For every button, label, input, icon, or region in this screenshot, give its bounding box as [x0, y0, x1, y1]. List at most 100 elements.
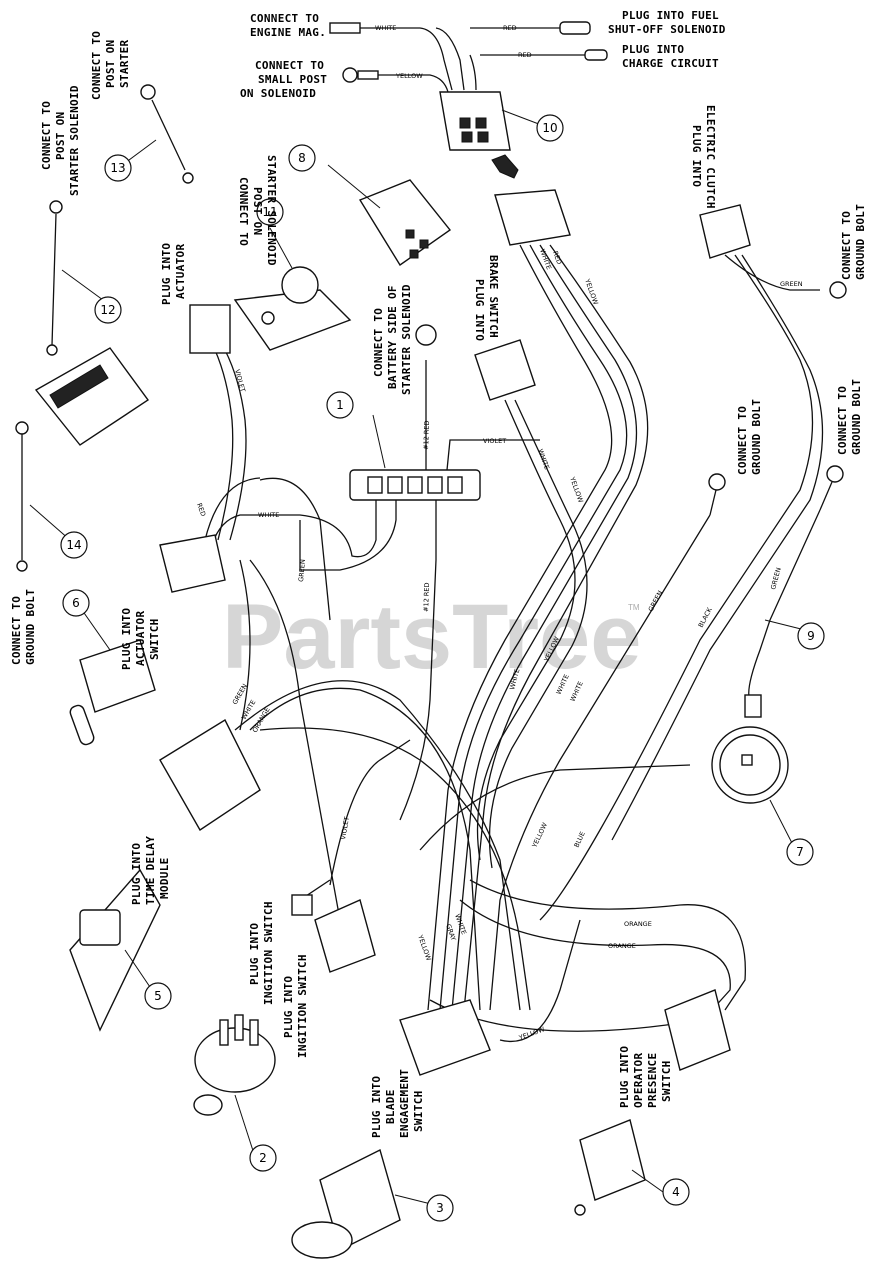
callout-6: 6	[62, 589, 90, 617]
label-charge-circuit: PLUG INTO CHARGE CIRCUIT	[622, 43, 719, 70]
label-post-starter-solenoid: CONNECT TO POST ON STARTER SOLENOID	[40, 85, 81, 196]
label-td-line3: MODULE	[158, 857, 171, 899]
ignition-plug-1	[291, 894, 313, 916]
label-op-line1: PLUG INTO	[618, 1046, 631, 1108]
label-ignition-1: PLUG INTO INGITION SWITCH	[248, 901, 275, 1005]
wire-label-red12-low: #12 RED	[422, 582, 431, 612]
label-battery-line2: BATTERY SIDE OF	[386, 285, 399, 389]
wire-label-violet-ignition: VIOLET	[339, 816, 351, 840]
label-gbrt-line1: CONNECT TO	[840, 211, 853, 280]
callout-11: 11	[256, 198, 284, 226]
label-actuator-switch: PLUG INTO ACTUATOR SWITCH	[120, 608, 161, 670]
callout-8: 8	[288, 144, 316, 172]
callout-5: 5	[144, 982, 172, 1010]
label-ign2-line2: INGITION SWITCH	[296, 954, 309, 1058]
label-gbl-line1: CONNECT TO	[10, 596, 23, 665]
fuse-block-1	[349, 324, 481, 501]
label-gbl-line2: GROUND BOLT	[24, 589, 37, 665]
label-td-line1: PLUG INTO	[130, 843, 143, 905]
wire-label-orange-2: ORANGE	[608, 942, 636, 950]
wire-label-violet-actuator: VIOLET	[233, 368, 247, 392]
callout-13: 13	[104, 154, 132, 182]
label-op-line3: PRESENCE	[646, 1053, 659, 1108]
wire-label-white-mid: WHITE	[258, 511, 279, 519]
label-ground-bolt-right2: CONNECT TO GROUND BOLT	[836, 379, 863, 455]
wire-label-red-charge: RED	[518, 51, 532, 59]
label-blade-line2: BLADE	[384, 1089, 397, 1124]
label-ign2-line1: PLUG INTO	[282, 976, 295, 1038]
label-ground-bolt-mid: CONNECT TO GROUND BOLT	[736, 399, 763, 475]
wire-label-yellow-blade: YELLOW	[416, 933, 433, 962]
label-charge-line1: PLUG INTO	[622, 43, 684, 56]
callout-1-number: 1	[336, 398, 344, 412]
label-fuel-solenoid: PLUG INTO FUEL SHUT-OFF SOLENOID	[608, 9, 725, 36]
label-battery-line1: CONNECT TO	[372, 308, 385, 377]
wire-label-white-brake: WHITE	[538, 248, 553, 271]
label-brake-line1: PLUG INTO	[473, 279, 486, 341]
label-electric-clutch: PLUG INTO ELECTRIC CLUTCH	[690, 105, 717, 209]
label-battery-line3: STARTER SOLENOID	[400, 284, 413, 395]
brake-switch-plug	[474, 339, 536, 401]
wire-label-green-mid: GREEN	[297, 559, 307, 582]
clutch-connector	[699, 204, 751, 259]
label-ground-bolt-right-top: CONNECT TO GROUND BOLT	[840, 204, 867, 280]
connect-arrow	[491, 154, 519, 179]
label-battery-side: CONNECT TO BATTERY SIDE OF STARTER SOLEN…	[372, 284, 413, 395]
wire-label-orange-1: ORANGE	[624, 920, 652, 928]
label-blade-line4: SWITCH	[412, 1090, 425, 1132]
label-ss11-line2: POST ON	[251, 187, 264, 235]
label-blade-switch: PLUG INTO BLADE ENGAGEMENT SWITCH	[370, 1069, 425, 1138]
charge-plug	[584, 49, 608, 61]
connector-10	[439, 91, 511, 151]
ground-ring-mid	[708, 473, 726, 516]
callout-7: 7	[786, 838, 814, 866]
ground-9	[744, 694, 762, 718]
label-brake-switch: PLUG INTO BRAKE SWITCH	[473, 255, 500, 341]
ground-ring-clutch	[829, 281, 847, 299]
label-clutch-line1: PLUG INTO	[690, 125, 703, 187]
label-engine-mag-line1: CONNECT TO	[250, 12, 319, 25]
operator-switch-4	[574, 1119, 646, 1216]
wire-label-red-actuator: RED	[195, 502, 207, 518]
callout-leaders	[29, 109, 806, 1206]
wire-label-white-top: WHITE	[375, 24, 396, 32]
callout-12-number: 12	[100, 303, 115, 317]
callout-7-number: 7	[796, 845, 804, 859]
label-ignition-2: PLUG INTO INGITION SWITCH	[282, 954, 309, 1058]
label-small-post-line2: SMALL POST	[258, 73, 327, 86]
wire-label-green-clutch: GREEN	[780, 280, 803, 288]
label-gbr2-line1: CONNECT TO	[836, 386, 849, 455]
label-ign1-line1: PLUG INTO	[248, 923, 261, 985]
label-gbr2-line2: GROUND BOLT	[850, 379, 863, 455]
label-as-line1: PLUG INTO	[120, 608, 133, 670]
ignition-plug-2	[314, 899, 376, 973]
wire-label-green-ground: GREEN	[769, 566, 783, 590]
actuator-switch-plug	[159, 534, 226, 593]
watermark-tm: TM	[628, 603, 640, 612]
switch-6	[69, 639, 156, 746]
label-starter-solenoid-11: CONNECT TO POST ON STARTER SOLENOID	[237, 155, 278, 266]
ignition-switch-2	[193, 1014, 276, 1116]
callout-3: 3	[426, 1194, 454, 1222]
label-fuel-line1: PLUG INTO FUEL	[622, 9, 719, 22]
callout-10-number: 10	[542, 121, 557, 135]
wire-label-red12-top: #12 RED	[422, 420, 431, 450]
label-pss-line2: POST ON	[54, 112, 67, 160]
label-brake-line2: BRAKE SWITCH	[487, 255, 500, 338]
fuel-solenoid-plug	[559, 21, 591, 35]
label-actuator-line1: PLUG INTO	[160, 243, 173, 305]
label-as-line3: SWITCH	[148, 618, 161, 660]
label-small-post-line1: CONNECT TO	[255, 59, 324, 72]
callout-14-number: 14	[66, 538, 81, 552]
label-post-starter-line2: POST ON	[104, 40, 117, 88]
label-post-starter-line3: STARTER	[118, 39, 131, 88]
wire-label-white-time: WHITE	[240, 699, 258, 721]
actuator-plug	[189, 304, 231, 354]
wire-harness	[204, 27, 824, 1042]
hour-meter-7	[711, 726, 789, 804]
wire-label-red-brake: RED	[551, 250, 563, 266]
label-op-line2: OPERATOR	[632, 1053, 645, 1108]
label-op-line4: SWITCH	[660, 1060, 673, 1102]
callout-9: 9	[797, 622, 825, 650]
label-ground-bolt-left: CONNECT TO GROUND BOLT	[10, 589, 37, 665]
